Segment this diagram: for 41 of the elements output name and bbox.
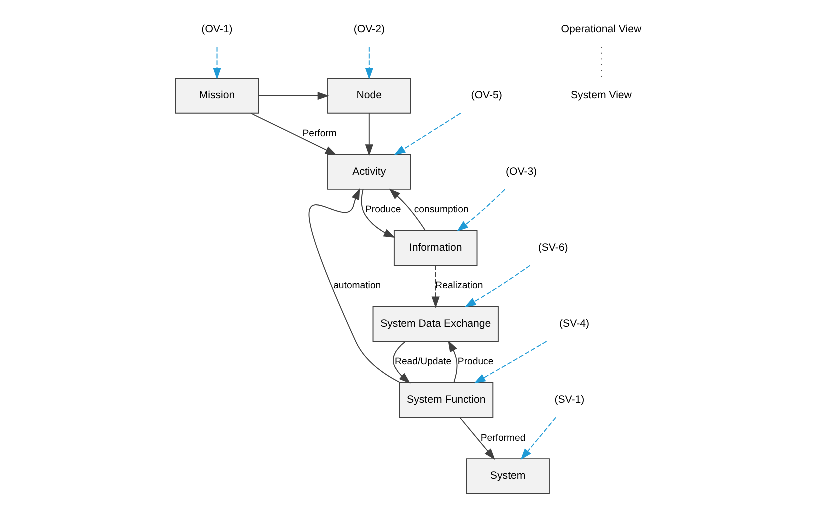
arrow [364,46,373,80]
arrow [459,417,495,460]
arrow [212,46,221,80]
arrow [388,188,426,232]
edge-label: Read/Update [394,356,452,368]
node-box: Mission [174,78,259,114]
arrow [520,417,556,460]
edge-label: Produce [364,204,401,216]
arrow [474,341,547,384]
label: System View [570,90,632,102]
edge-label: consumption [414,204,468,216]
node-box: System Data Exchange [372,306,498,342]
edge-label: Perform [302,128,336,140]
edge-label: Performed [480,432,526,444]
node-text: (SV-6) [538,242,568,254]
node-box: Activity [327,154,411,190]
node-box: Information [393,230,478,266]
arrow [308,188,400,384]
node-box: Node [327,78,411,114]
arrow [431,265,440,308]
edge-label: Produce [457,356,494,368]
node-text: (SV-1) [554,394,584,406]
arrow [258,92,329,100]
edge-label: Realization [435,280,483,292]
node-text: (SV-4) [559,318,590,330]
node-box: System [466,458,550,494]
arrow [464,265,530,308]
edge-label: automation [333,280,381,292]
arrow [360,189,395,238]
arrow [392,341,410,384]
arrow [456,189,506,232]
arrow [364,112,373,156]
node-text: (OV-3) [505,166,537,178]
node-text: (OV-5) [470,90,502,102]
node-text: (OV-1) [201,23,232,36]
label: Operational View [560,23,642,36]
arrow [250,112,337,156]
arrow [448,340,458,384]
arrow [394,112,461,156]
node-box: System Function [398,382,494,418]
node-text: (OV-2) [353,23,384,36]
